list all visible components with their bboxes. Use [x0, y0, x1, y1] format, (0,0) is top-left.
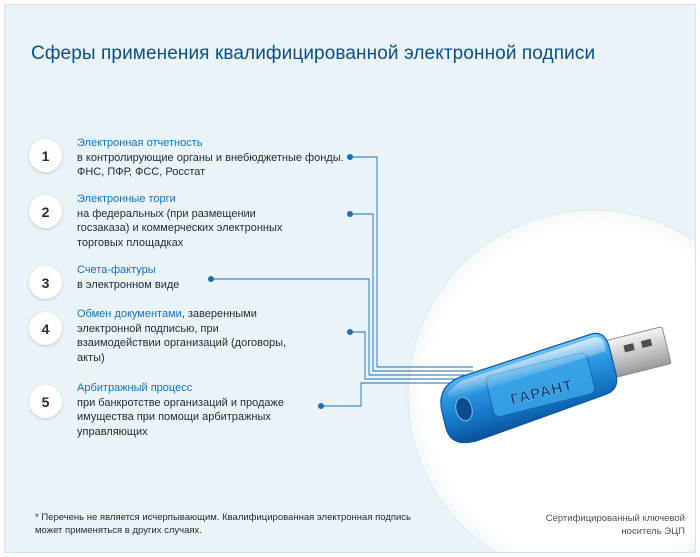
usb-token-image [440, 326, 672, 444]
item-2: Электронные торги на федеральных (при ра… [77, 192, 352, 250]
item-3-text: в электронном виде [77, 278, 180, 291]
item-4-number: 4 [29, 312, 62, 345]
infographic-panel: Сферы применения квалифицированной элект… [4, 4, 696, 553]
item-2-text: на федеральных (при размещении госзаказа… [77, 207, 283, 249]
item-5-number: 5 [29, 385, 62, 418]
connector-3 [211, 278, 473, 376]
page-title: Сферы применения квалифицированной элект… [31, 43, 596, 64]
item-4-title-suffix: , заверенными [181, 308, 257, 320]
item-1-text: в контролирующие органы и внебюджетные ф… [77, 151, 344, 179]
item-4-title-line: Обмен документами, заверенными [77, 307, 352, 322]
item-1-number: 1 [29, 139, 62, 172]
item-3: Счета-фактуры в электронном виде [77, 263, 352, 292]
connector-5 [321, 382, 473, 407]
item-5: Арбитражный процесс при банкротстве орга… [77, 381, 352, 439]
connector-2 [350, 213, 473, 372]
item-5-text: при банкротстве организаций и продаже им… [77, 396, 284, 438]
footnote: * Перечень не является исчерпывающим. Кв… [35, 512, 412, 536]
connector-1 [350, 156, 473, 368]
item-2-number: 2 [29, 195, 62, 228]
connector-4 [350, 331, 473, 380]
diagram-graphics: ГАРАНТ [208, 154, 695, 552]
item-5-title: Арбитражный процесс [77, 382, 193, 394]
item-1: Электронная отчетность в контролирующие … [77, 136, 352, 180]
device-caption: Сертифицированный ключевой носитель ЭЦП [545, 513, 685, 537]
item-4-text: электронной подписью, при взаимодействии… [77, 322, 287, 364]
item-2-title: Электронные торги [77, 193, 176, 205]
connector-dots [208, 154, 353, 409]
item-4-title: Обмен документами [77, 308, 182, 320]
connector-lines [211, 156, 473, 407]
item-3-title: Счета-фактуры [77, 264, 156, 276]
item-1-title: Электронная отчетность [77, 137, 203, 149]
item-3-number: 3 [29, 266, 62, 299]
item-4: Обмен документами, заверенными электронн… [77, 307, 352, 365]
